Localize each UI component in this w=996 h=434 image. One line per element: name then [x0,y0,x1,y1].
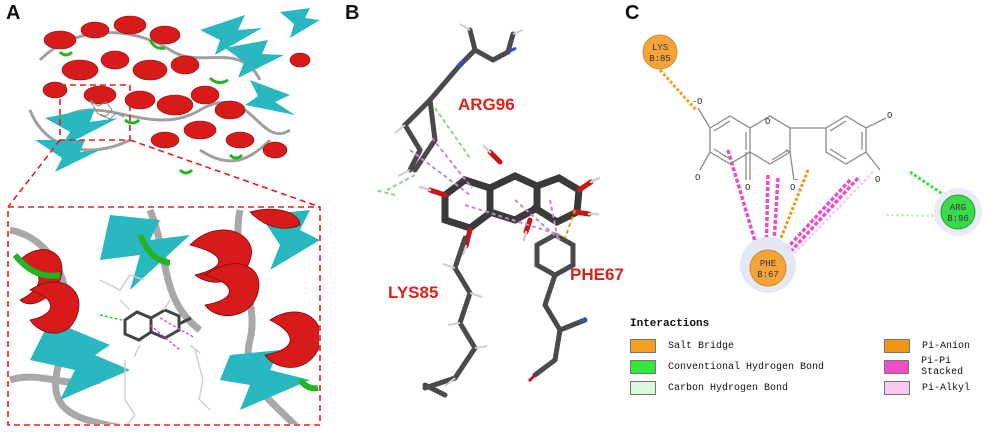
pi-alkyl-swatch [884,381,910,395]
legend-label: Salt Bridge [668,340,735,352]
atom-labels: - O O O O O O O - [692,97,892,193]
legend-item-conventional-hydrogen-bond: Conventional Hydrogen Bond [630,358,824,376]
svg-text:B:85: B:85 [649,54,671,64]
ligand-sticks [441,172,583,232]
pi-anion-swatch [884,339,910,353]
pi-pi-stacked-swatch [884,360,910,374]
svg-text:B:96: B:96 [947,214,969,224]
residue-label-lys85: LYS85 [388,283,438,302]
svg-text:O: O [875,175,880,185]
zoom-indicator-lines [7,84,321,426]
protein-overview [28,8,320,175]
residue-label-phe67: PHE67 [570,265,624,284]
residue-label-arg96: ARG96 [458,95,515,114]
panel-label-a: A [6,2,21,24]
phe67-sticks [532,232,588,378]
legend-label: Pi-Anion [922,340,971,352]
legend-item-salt-bridge: Salt Bridge [630,337,734,355]
arg96-sticks [401,27,516,173]
carbon-hydrogen-bond-swatch [630,381,656,395]
quercetin-skeleton [697,107,887,181]
svg-text:O: O [887,111,892,121]
svg-text:O: O [695,173,700,183]
zoomed-binding-site [9,208,319,424]
svg-text:O: O [697,97,702,107]
svg-text:LYS: LYS [652,43,668,53]
panel-c-2d-interaction-diagram: - O O O O O O O - LYS B:85 ARG B:96 PHE … [618,0,996,429]
residue-node-phe67: PHE B:67 [740,237,796,293]
interaction-2d-diagram: - O O O O O O O - LYS B:85 ARG B:96 PHE … [642,34,982,293]
svg-text:-: - [692,97,697,107]
pi-alkyl-line [785,171,874,263]
lys85-sticks [422,235,478,398]
svg-text:-: - [794,175,799,185]
legend-title: Interactions [630,318,710,330]
hydrogen-bond-swatch [630,360,656,374]
svg-text:O: O [790,183,795,193]
residue-node-lys85: LYS B:85 [642,34,678,70]
svg-text:B:67: B:67 [757,270,779,280]
salt-bridge-line [658,68,698,112]
panel-b-3d-interactions: ARG96 LYS85 PHE67 [340,0,630,429]
legend-label: Pi-Pi Stacked [921,356,964,378]
svg-text:PHE: PHE [760,259,776,269]
panel-label-b: B [345,2,360,24]
salt-bridge-swatch [630,339,656,353]
legend-label: Carbon Hydrogen Bond [668,382,789,394]
panel-a-protein-structure [0,0,330,429]
legend-item-carbon-hydrogen-bond: Carbon Hydrogen Bond [630,379,788,397]
pi-pi-stacked-lines [726,149,860,262]
legend-label: Pi-Alkyl [922,382,971,394]
legend-item-pi-alkyl: Pi-Alkyl [884,379,970,397]
legend-label: Conventional Hydrogen Bond [668,361,825,373]
legend-item-pi-pi-stacked: Pi-Pi Stacked [884,356,996,378]
panel-label-c: C [625,2,640,24]
svg-text:O: O [765,117,770,127]
svg-text:O: O [745,183,750,193]
svg-text:ARG: ARG [950,203,966,213]
legend-item-pi-anion: Pi-Anion [884,337,970,355]
ligand-3d-image: ARG96 LYS85 PHE67 [374,23,624,398]
protein-ribbon-image [7,8,321,426]
residue-node-arg96: ARG B:96 [934,188,982,236]
